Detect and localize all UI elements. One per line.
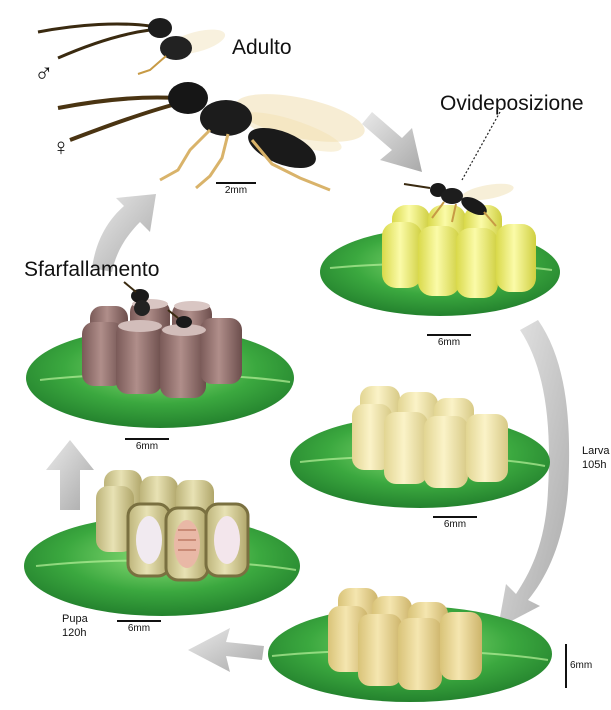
male-symbol: ♂ (34, 58, 54, 89)
arrow-pupa-to-emergence (46, 440, 94, 510)
egg-scale-bar: 6mm (424, 334, 474, 348)
late-larva-scale-label: 6mm (570, 660, 592, 671)
male-wasp-illustration (38, 18, 228, 74)
egg-cells (382, 205, 536, 298)
emergence-scale-label: 6mm (122, 441, 172, 452)
larva-scale-bar: 6mm (430, 516, 480, 530)
oviposition-label: Ovideposizione (440, 92, 584, 116)
larva-duration: 105h (582, 458, 610, 472)
arrow-adult-to-egg (362, 112, 422, 172)
larva-label: Larva 105h (582, 444, 610, 472)
oviposition-leader-line (462, 112, 500, 180)
adult-label: Adulto (232, 36, 292, 60)
emergence-cells (82, 299, 242, 398)
pupa-duration: 120h (62, 626, 88, 640)
pupa-scale-bar: 6mm (114, 620, 164, 634)
emergence-label: Sfarfallamento (24, 258, 159, 282)
female-symbol: ♀ (52, 134, 70, 162)
emergence-stage (26, 282, 294, 428)
larva-stage (290, 386, 550, 508)
emergence-scale-bar: 6mm (122, 438, 172, 452)
female-wasp-illustration (58, 82, 369, 190)
wasp-scale-bar: 2mm (212, 182, 260, 196)
egg-scale-label: 6mm (424, 337, 474, 348)
egg-stage (320, 112, 560, 316)
pupa-stage-name: Pupa (62, 612, 88, 626)
arrow-larva-to-pupa (188, 628, 264, 672)
pupa-label: Pupa 120h (62, 612, 88, 640)
larva-stage-name: Larva (582, 444, 610, 458)
wasp-scale-label: 2mm (212, 185, 260, 196)
larva-scale-label: 6mm (430, 519, 480, 530)
pupa-scale-label: 6mm (114, 623, 164, 634)
